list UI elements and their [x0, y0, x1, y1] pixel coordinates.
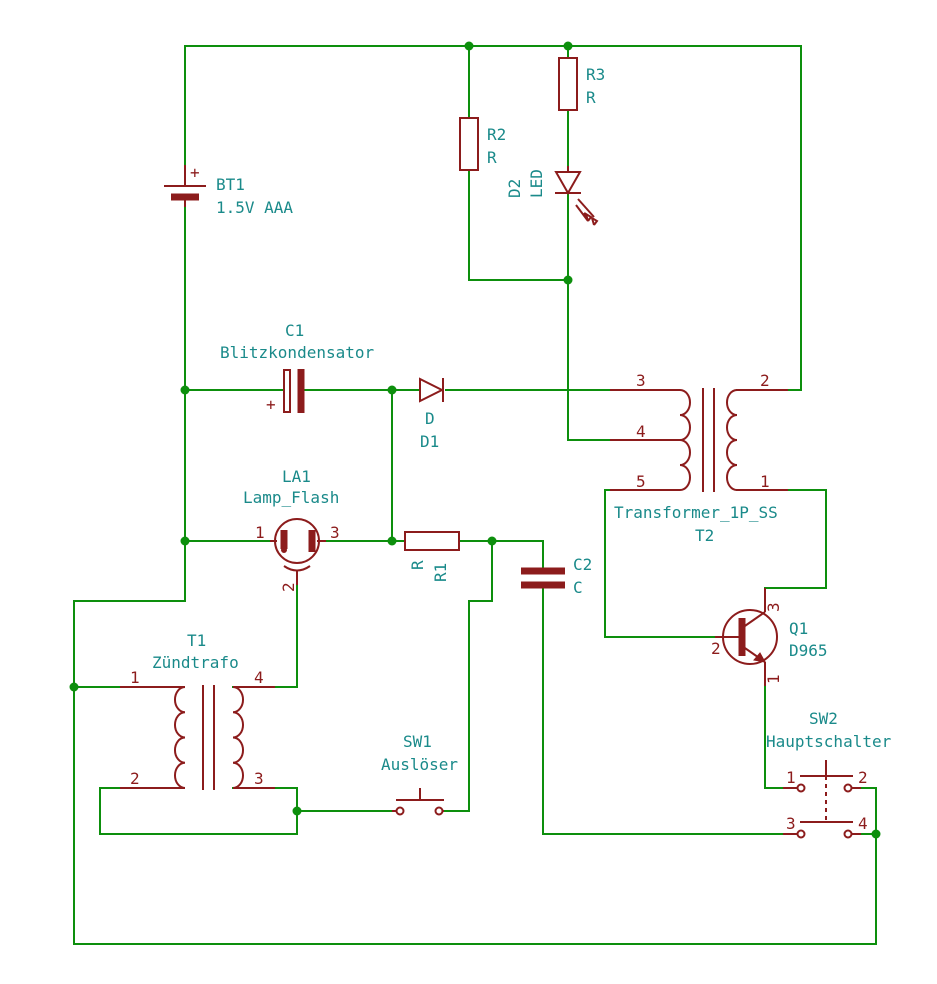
c1-plus: + [266, 395, 276, 414]
r3-ref: R3 [586, 65, 605, 84]
q1-pin1: 1 [764, 674, 783, 684]
sw2-pin2: 2 [858, 768, 868, 787]
la1-value: Lamp_Flash [243, 488, 339, 507]
r2-value: R [487, 148, 497, 167]
la1-pin3: 3 [330, 523, 340, 542]
la1-pin2: 2 [279, 582, 298, 592]
switch-sw2: 1 2 3 4 SW2 Hauptschalter [766, 709, 892, 839]
sw1-ref: SW1 [403, 732, 432, 751]
capacitor-c2: C2 C [521, 555, 592, 597]
t2-ref: T2 [695, 526, 714, 545]
q1-pin3: 3 [764, 602, 783, 612]
t2-pin4: 4 [636, 422, 646, 441]
transformer-t1: 1 2 4 3 T1 Zündtrafo [120, 631, 275, 790]
sw2-pin4: 4 [858, 814, 868, 833]
t1-pin1: 1 [130, 668, 140, 687]
sw2-pin3: 3 [786, 814, 796, 833]
junctions [69, 41, 881, 839]
transformer-t2: 3 4 5 2 1 Transformer_1P_SS T2 [610, 371, 788, 545]
switch-sw1: SW1 Auslöser [381, 732, 458, 816]
capacitor-c1: + C1 Blitzkondensator [220, 321, 374, 414]
t1-pin4: 4 [254, 668, 264, 687]
r3-value: R [586, 88, 596, 107]
sw2-ref: SW2 [809, 709, 838, 728]
resistor-r2: R2 R [459, 117, 506, 171]
d2-ref: D2 [505, 179, 524, 198]
d1-value: D [425, 409, 435, 428]
t2-pin2: 2 [760, 371, 770, 390]
bt1-value: 1.5V AAA [216, 198, 293, 217]
d1-ref: D1 [420, 432, 439, 451]
transistor-q1: 2 3 1 Q1 D965 [711, 588, 828, 686]
t2-pin3: 3 [636, 371, 646, 390]
d2-value: LED [527, 169, 546, 198]
t1-pin3: 3 [254, 769, 264, 788]
r2-ref: R2 [487, 125, 506, 144]
resistor-r1: R R1 [404, 531, 460, 582]
t2-pin5: 5 [636, 472, 646, 491]
sw2-pin1: 1 [786, 768, 796, 787]
bt1-ref: BT1 [216, 175, 245, 194]
r1-value: R [408, 560, 427, 570]
battery-bt1: + BT1 1.5V AAA [164, 163, 293, 217]
t1-pin2: 2 [130, 769, 140, 788]
la1-ref: LA1 [282, 467, 311, 486]
q1-ref: Q1 [789, 619, 808, 638]
resistor-r3: R3 R [558, 57, 605, 111]
lamp-la1: LA1 Lamp_Flash 1 3 2 [243, 467, 340, 592]
r1-ref: R1 [431, 563, 450, 582]
q1-pin2: 2 [711, 639, 721, 658]
diode-d1: D D1 [419, 377, 445, 451]
led-d2: D2 LED [505, 166, 599, 226]
t1-value: Zündtrafo [152, 653, 239, 672]
t1-ref: T1 [187, 631, 206, 650]
q1-value: D965 [789, 641, 828, 660]
sw1-value: Auslöser [381, 755, 458, 774]
t2-pin1: 1 [760, 472, 770, 491]
c2-ref: C2 [573, 555, 592, 574]
c2-value: C [573, 578, 583, 597]
la1-pin1: 1 [255, 523, 265, 542]
t2-value: Transformer_1P_SS [614, 503, 778, 522]
sw2-value: Hauptschalter [766, 732, 892, 751]
c1-ref: C1 [285, 321, 304, 340]
bt1-plus: + [190, 163, 200, 182]
c1-value: Blitzkondensator [220, 343, 374, 362]
